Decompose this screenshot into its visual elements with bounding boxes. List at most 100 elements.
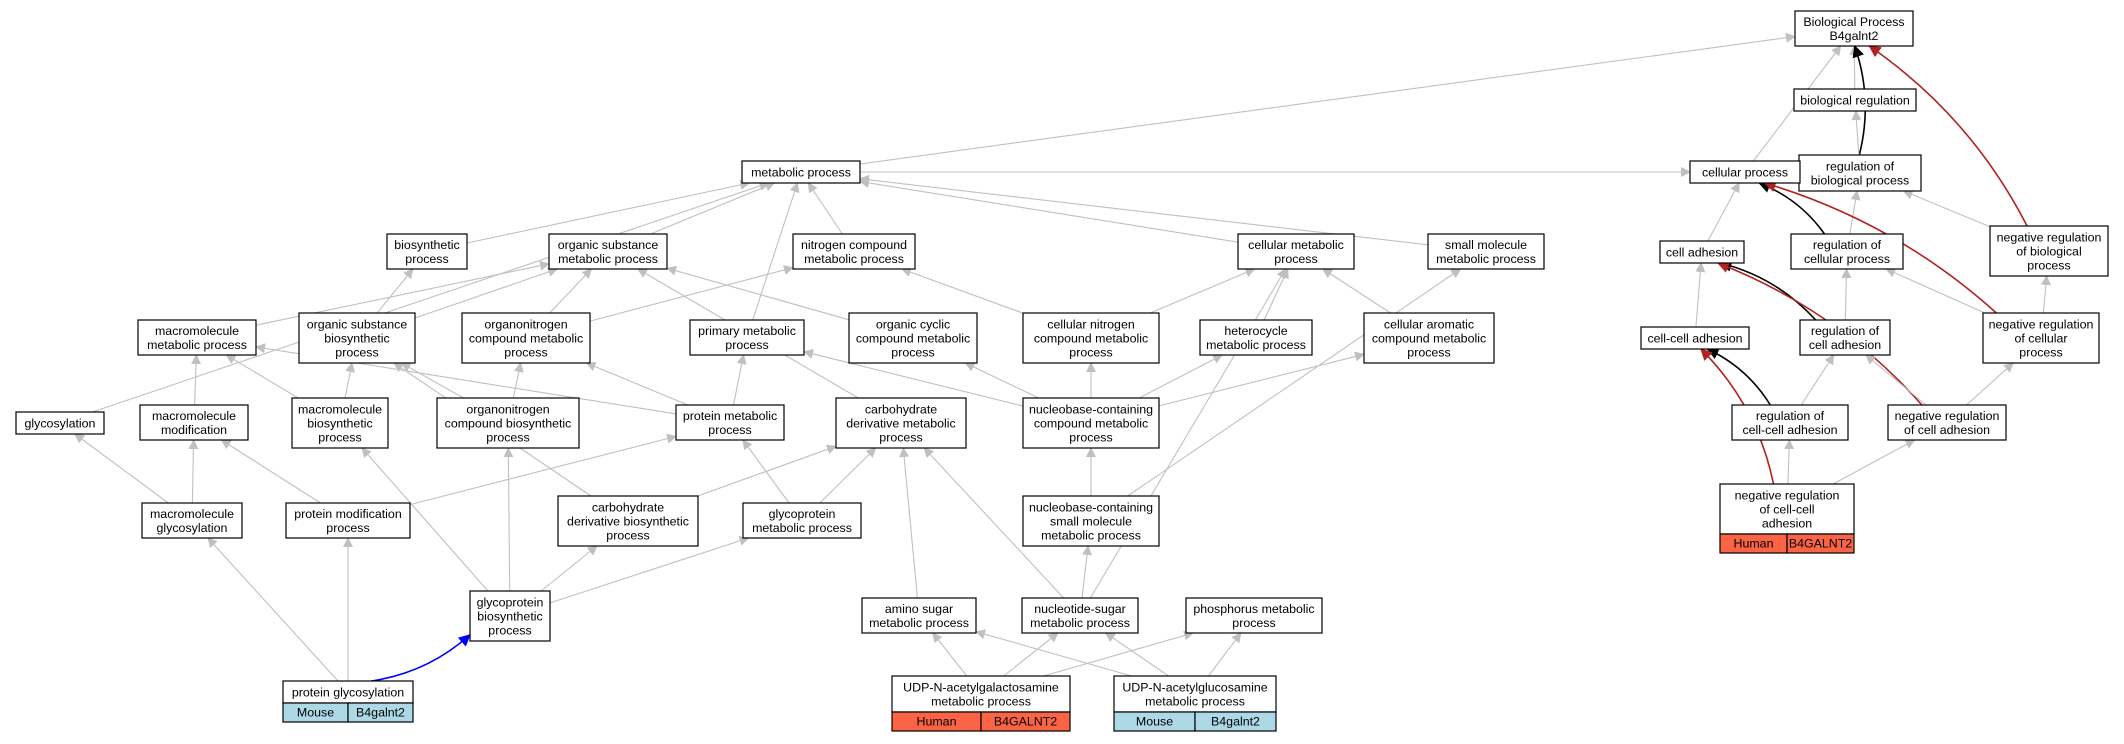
node-label-line: process [725, 338, 768, 352]
edge-nucbase-to-cellarom [1158, 351, 1365, 407]
edge-glycobio-to-glycomet [549, 536, 750, 604]
node-label-line: cell-cell adhesion [1647, 332, 1742, 346]
node-label-line: heterocycle [1224, 324, 1287, 338]
node-label-line: of cell-cell [1759, 503, 1814, 517]
edge-macromet-to-orgsub [255, 260, 550, 326]
node-box [689, 319, 805, 356]
node-box [1199, 319, 1313, 356]
node-label-line: metabolic process [931, 695, 1031, 709]
node-box [861, 597, 977, 634]
node-box [1793, 88, 1917, 112]
node-label-line: glycoprotein [769, 507, 836, 521]
node-box [1887, 404, 2007, 441]
node-label-line: of cellular [2014, 332, 2067, 346]
node-glycosyl[interactable]: glycosylation [15, 411, 105, 435]
edge-orgsubbio-to-orgsub [414, 267, 559, 319]
node-label-line: metabolic process [751, 166, 851, 180]
node-label-line: process [2019, 346, 2062, 360]
node-label-line: derivative metabolic [846, 417, 956, 431]
node-ccadh[interactable]: cell-cell adhesion [1640, 326, 1750, 350]
edge-regca-to-regcp [1841, 268, 1852, 321]
node-label-line: cellular process [1804, 252, 1890, 266]
node-label-line: adhesion [1762, 517, 1812, 531]
node-label-line: negative regulation [1735, 489, 1840, 503]
node-label-line: process [488, 624, 531, 638]
node-cellproc[interactable]: cellular process [1689, 160, 1801, 184]
node-label-line: process [1232, 616, 1275, 630]
node-box [675, 404, 785, 441]
species-label: Human [1734, 537, 1774, 551]
edge-macromod-to-macromet [191, 354, 202, 406]
node-box [557, 495, 699, 547]
edge-nucbase-to-primary [803, 349, 1024, 407]
edge-glycobio-to-carbbio [540, 545, 598, 592]
node-celladh[interactable]: cell adhesion [1659, 240, 1745, 264]
edge-glycomet-to-carbmet [819, 447, 877, 504]
edge-nucsugar-to-cellmet [1089, 268, 1287, 599]
node-breg[interactable]: biological regulation [1793, 88, 1917, 112]
node-metab[interactable]: metabolic process [741, 160, 861, 184]
node-label-line: metabolic process [558, 252, 658, 266]
node-label-line: process [335, 346, 378, 360]
edge-udpglc-to-nucsugar [1104, 632, 1169, 677]
node-label-line: regulation of [1813, 238, 1882, 252]
node-label-line: amino sugar [885, 602, 953, 616]
node-label-line: compound biosynthetic [445, 417, 572, 431]
gene-cell [980, 711, 1071, 732]
node-label-line: compound metabolic [856, 332, 970, 346]
edge-breg-to-bp [1849, 45, 1860, 90]
edge-hetero-to-cellmet [1263, 268, 1289, 321]
edge-macroglyc-to-glycosyl [74, 433, 169, 504]
edge-primary-to-metab [752, 182, 800, 321]
node-box [461, 312, 591, 364]
node-label-line: cellular aromatic [1384, 318, 1474, 332]
node-label-line: metabolic process [1145, 695, 1245, 709]
edge-cellnitro-to-nitro [900, 267, 1024, 314]
edge-cellarom-to-cellmet [1322, 268, 1391, 314]
node-label-line: metabolic process [1436, 252, 1536, 266]
node-label-line: macromolecule [152, 409, 236, 423]
gene-label: B4GALNT2 [994, 715, 1057, 729]
node-box [1427, 233, 1545, 270]
